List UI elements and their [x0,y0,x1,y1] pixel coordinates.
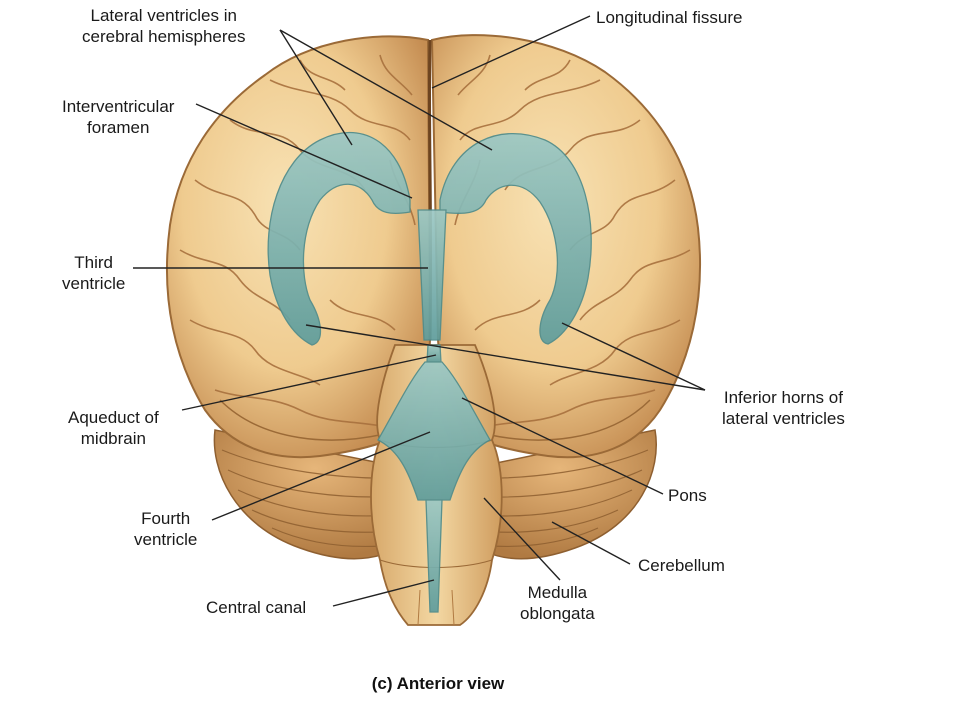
label-line: ventricle [62,274,126,293]
label-line: Longitudinal fissure [596,8,743,27]
ventricular-system [267,131,592,613]
label-line: Cerebellum [638,556,725,575]
label-line: Medulla [527,583,588,602]
label-third-ventricle: Third ventricle [62,252,125,294]
label-central-canal: Central canal [206,597,306,618]
label-line: Third [74,253,114,272]
label-line: lateral ventricles [722,409,845,428]
label-line: Fourth [141,509,191,528]
leader-lines [133,15,706,607]
label-line: Aqueduct of [68,408,159,427]
label-line: midbrain [80,429,146,448]
label-line: ventricle [134,530,198,549]
label-medulla-oblongata: Medulla oblongata [520,582,595,624]
label-inferior-horns: Inferior horns of lateral ventricles [722,387,845,429]
label-pons: Pons [668,485,707,506]
label-lateral-ventricles: Lateral ventricles in cerebral hemispher… [82,5,245,47]
label-line: cerebral hemispheres [82,27,246,46]
label-line: Inferior horns of [723,388,843,407]
label-interventricular-foramen: Interventricular foramen [62,96,174,138]
label-line: Interventricular [62,97,175,116]
label-line: Pons [668,486,707,505]
caption-text: (c) Anterior view [371,674,505,693]
label-aqueduct-of-midbrain: Aqueduct of midbrain [68,407,159,449]
label-fourth-ventricle: Fourth ventricle [134,508,197,550]
label-line: oblongata [520,604,595,623]
label-line: foramen [87,118,150,137]
label-line: Lateral ventricles in [90,6,237,25]
label-line: Central canal [206,598,307,617]
label-longitudinal-fissure: Longitudinal fissure [596,7,742,28]
figure-caption: (c) Anterior view [0,674,960,694]
label-cerebellum: Cerebellum [638,555,725,576]
